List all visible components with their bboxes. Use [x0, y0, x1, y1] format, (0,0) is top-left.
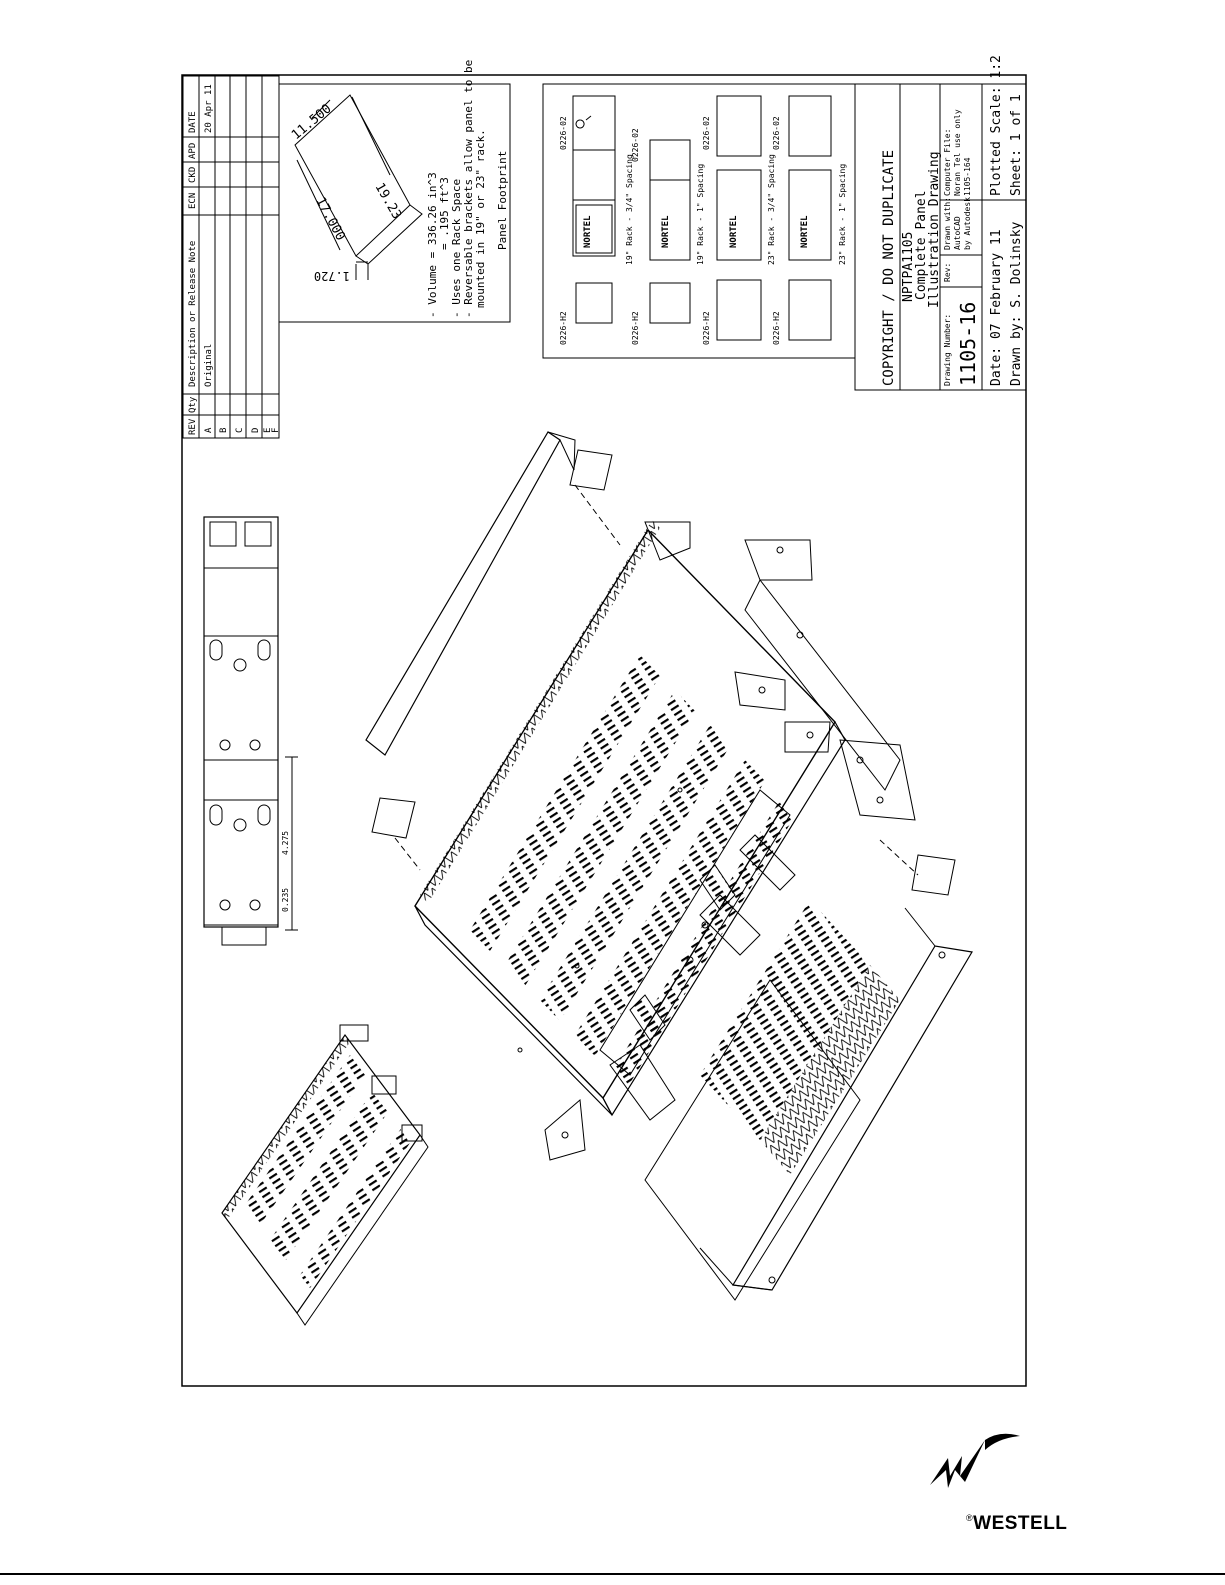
description-line-1: Complete Panel	[914, 190, 929, 300]
footprint-note-3: - Uses one Rack Space	[450, 179, 463, 318]
dim-width: 11.500	[289, 101, 335, 143]
bracket-configurations: NORTEL 0226-02 0226-H2 NORTEL 0226-02 02…	[542, 83, 856, 359]
revision-table: REV Qty Description or Release Note ECN …	[182, 75, 281, 439]
drawing-number: 1105-16	[956, 302, 980, 386]
assembled-view	[221, 1024, 429, 1326]
rev-a-date: 20 Apr 11	[204, 84, 214, 133]
config-label-3: 23" Rack - 3/4" Spacing	[767, 154, 776, 265]
company-name: WESTELL	[973, 1513, 1068, 1534]
bracket-config-1: NORTEL 0226-02 0226-H2	[559, 95, 616, 345]
drawn-by-field: Drawn by: S. Dolinsky	[1009, 221, 1024, 386]
rev-d: D	[251, 428, 261, 433]
drawn-with-label: Drawn with:	[943, 197, 952, 250]
apd-header: APD	[188, 143, 198, 159]
rev-c: C	[235, 428, 245, 433]
westell-logo-mark	[930, 1433, 1020, 1488]
bracket-label-1: NORTEL	[583, 215, 593, 248]
part-number-alt-2: 0226-H2	[631, 311, 640, 345]
drawing-border	[181, 74, 1027, 1387]
copyright-notice: COPYRIGHT / DO NOT DUPLICATE	[881, 150, 897, 386]
rev-label: Rev:	[943, 263, 952, 282]
drawn-with-2: by Autodesk	[963, 197, 972, 250]
rev-e: E	[263, 428, 273, 433]
rev-a: A	[204, 427, 214, 433]
dim-height: 1.720	[314, 269, 350, 283]
rev-b: B	[219, 428, 229, 433]
config-label-1: 19" Rack - 3/4" Spacing	[625, 154, 634, 265]
part-number-alt-3: 0226-H2	[702, 311, 711, 345]
footprint-note-5: mounted in 19" or 23" rack.	[474, 129, 487, 308]
ckd-header: CKD	[188, 167, 198, 183]
bracket-config-4: NORTEL 0226-02 0226-H2 23" Rack - 3/4" S…	[767, 95, 847, 345]
computer-file-2: 1105-164	[963, 157, 972, 196]
rev-f: F	[271, 428, 281, 433]
part-name: NPTPA1105	[901, 232, 916, 302]
drawn-with-1: AutoCAD	[953, 216, 962, 250]
exploded-view	[365, 431, 973, 1301]
title-block: COPYRIGHT / DO NOT DUPLICATE NPTPA1105 C…	[854, 55, 1027, 391]
part-number-4: 0226-02	[772, 116, 781, 150]
part-number-1: 0226-02	[559, 116, 568, 150]
bracket-label-4: NORTEL	[800, 215, 810, 248]
part-number-alt-1: 0226-H2	[559, 311, 568, 345]
side-view: 4.275 0.235	[203, 516, 298, 946]
plotted-scale-field: Plotted Scale: 1:2	[989, 55, 1004, 196]
part-number-2: 0226-02	[631, 128, 640, 162]
footprint-note-1: - Volume = 336.26 in^3	[426, 172, 439, 318]
registered-mark: ®	[966, 1513, 974, 1523]
bracket-label-2: NORTEL	[661, 215, 671, 248]
panel-footprint: 11.500 19.23 17.000 1.720 - Volume = 336…	[278, 60, 511, 323]
drawing-number-label: Drawing Number:	[943, 314, 952, 386]
sheet-field: Sheet: 1 of 1	[1009, 94, 1024, 196]
ecn-header: ECN	[188, 193, 198, 209]
description-header: Description or Release Note	[188, 241, 198, 387]
description-line-2: Illustration Drawing	[927, 151, 942, 308]
side-dim-large: 4.275	[281, 831, 290, 855]
top-cover	[365, 431, 561, 756]
footprint-note-2: = .195 ft^3	[438, 177, 451, 250]
dim-diagonal: 19.23	[372, 181, 405, 222]
footprint-caption: Panel Footprint	[496, 151, 509, 250]
bracket-label-3: NORTEL	[729, 215, 739, 248]
part-number-3: 0226-02	[702, 116, 711, 150]
bracket-config-2: NORTEL 0226-02 0226-H2 19" Rack - 3/4" S…	[625, 128, 691, 345]
config-label-4: 23" Rack - 1" Spacing	[838, 164, 847, 265]
footprint-note-4: - Reversable brackets allow panel to be	[462, 60, 475, 318]
dim-depth: 17.000	[312, 195, 347, 244]
part-number-alt-4: 0226-H2	[772, 311, 781, 345]
rev-header: REV	[188, 418, 198, 435]
date-header: DATE	[188, 111, 198, 133]
bracket-config-3: NORTEL 0226-02 0226-H2 19" Rack - 1" Spa…	[696, 95, 762, 345]
date-field: Date: 07 February 11	[989, 229, 1004, 386]
qty-header: Qty	[188, 396, 198, 413]
rev-a-description: Original	[204, 344, 214, 387]
footer-rule	[0, 1573, 1225, 1575]
westell-wordmark: ®WESTELL	[966, 1513, 1067, 1535]
config-label-2: 19" Rack - 1" Spacing	[696, 164, 705, 265]
computer-file-1: Noran Tel use only	[953, 109, 962, 196]
computer-file-label: Computer File:	[943, 129, 952, 196]
side-dim-small: 0.235	[281, 888, 290, 912]
